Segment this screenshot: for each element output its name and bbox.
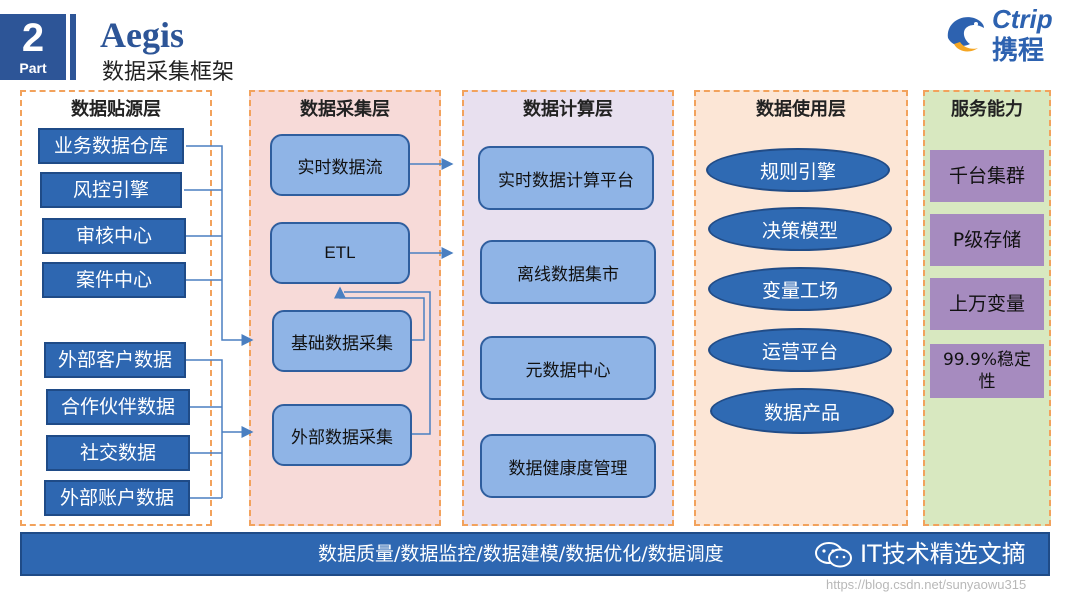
source-case-center: 案件中心 (42, 262, 186, 298)
part-badge: 2 Part (0, 14, 66, 80)
page-title: Aegis (100, 15, 184, 55)
service-cluster: 千台集群 (930, 150, 1044, 202)
source-partner: 合作伙伴数据 (46, 389, 190, 425)
service-storage: P级存储 (930, 214, 1044, 266)
collection-title: 数据采集层 (300, 99, 390, 120)
bottom-bar-text: 数据质量/数据监控/数据建模/数据优化/数据调度 (318, 543, 724, 565)
source-external-customer: 外部客户数据 (44, 342, 186, 378)
connector-basic-to-etl (334, 286, 425, 341)
external-collection-box: 外部数据采集 (272, 404, 412, 466)
service-title: 服务能力 (951, 99, 1023, 120)
ops-platform-ellipse: 运营平台 (708, 328, 892, 372)
source-social: 社交数据 (46, 435, 190, 471)
connector-upper-bracket (186, 145, 223, 294)
connector-upper-to-basic (221, 294, 254, 346)
ctrip-logo: Ctrip 携程 (936, 4, 1076, 66)
watermark-text: IT技术精选文摘 (860, 540, 1026, 568)
compute-title: 数据计算层 (523, 99, 613, 120)
decision-model-ellipse: 决策模型 (708, 207, 892, 251)
header-divider (70, 14, 76, 80)
offline-mart-box: 离线数据集市 (480, 240, 656, 304)
rule-engine-ellipse: 规则引擎 (706, 148, 890, 192)
bottom-capability-bar (20, 532, 1050, 576)
basic-collection-box: 基础数据采集 (272, 310, 412, 372)
realtime-compute-box: 实时数据计算平台 (478, 146, 654, 210)
source-external-account: 外部账户数据 (44, 480, 190, 516)
source-risk-engine: 风控引擎 (40, 172, 182, 208)
realtime-stream-box: 实时数据流 (270, 134, 410, 196)
logo-brand-en: Ctrip (992, 4, 1053, 34)
page-subtitle: 数据采集框架 (102, 60, 235, 85)
source-audit-center: 审核中心 (42, 218, 186, 254)
variable-factory-ellipse: 变量工场 (708, 267, 892, 311)
sources-title: 数据贴源层 (71, 99, 161, 120)
service-variables: 上万变量 (930, 278, 1044, 330)
service-stability: 99.9%稳定性 (930, 344, 1044, 398)
etl-box: ETL (270, 222, 410, 284)
logo-brand-cn: 携程 (992, 36, 1045, 66)
metadata-center-box: 元数据中心 (480, 336, 656, 400)
part-label: Part (19, 60, 47, 76)
data-product-ellipse: 数据产品 (710, 388, 894, 434)
data-health-box: 数据健康度管理 (480, 434, 656, 498)
dolphin-logo-icon (947, 17, 984, 52)
watermark-url: https://blog.csdn.net/sunyaowu315 (826, 577, 1027, 592)
part-number: 2 (21, 16, 45, 60)
source-biz-dw: 业务数据仓库 (38, 128, 184, 164)
wechat-icon (815, 542, 852, 568)
usage-title: 数据使用层 (756, 99, 846, 120)
